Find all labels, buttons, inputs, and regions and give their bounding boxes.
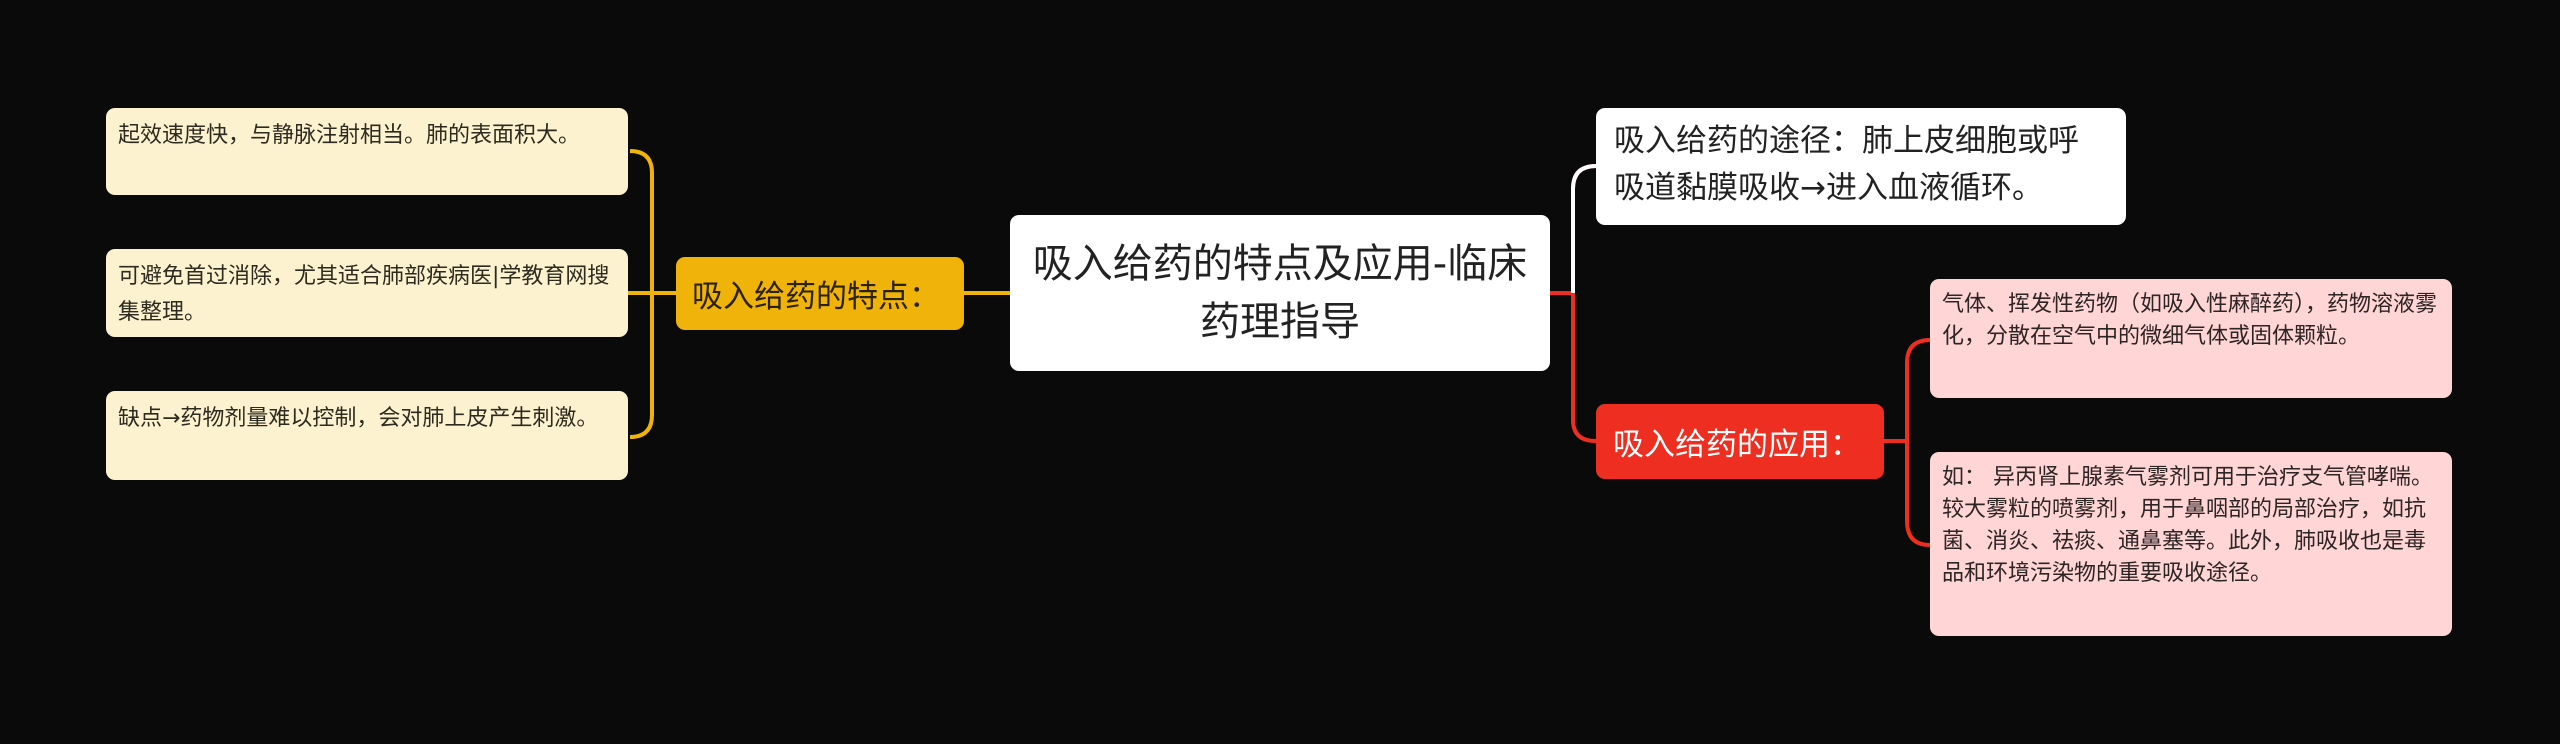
leaf-examples-text: 如： 异丙肾上腺素气雾剂可用于治疗支气管哮喘。较大雾粒的喷雾剂，用于鼻咽部的局部… — [1942, 465, 2433, 586]
leaf-fast-onset-text: 起效速度快，与静脉注射相当。肺的表面积大。 — [118, 123, 581, 148]
leaf-examples[interactable]: 如： 异丙肾上腺素气雾剂可用于治疗支气管哮喘。较大雾粒的喷雾剂，用于鼻咽部的局部… — [1930, 452, 2452, 636]
branch-application-label: 吸入给药的应用： — [1613, 427, 1861, 463]
link-app-leaves — [1884, 338, 1931, 547]
root-title: 吸入给药的特点及应用-临床药理指导 — [1032, 241, 1528, 345]
leaf-agents-text: 气体、挥发性药物（如吸入性麻醉药），药物溶液雾化，分散在空气中的微细气体或固体颗… — [1942, 292, 2438, 349]
link-left-leaves — [628, 149, 676, 439]
root-topic[interactable]: 吸入给药的特点及应用-临床药理指导 — [1010, 215, 1550, 371]
branch-route[interactable]: 吸入给药的途径：肺上皮细胞或呼吸道黏膜吸收→进入血液循环。 — [1596, 108, 2126, 225]
branch-route-text: 吸入给药的途径：肺上皮细胞或呼吸道黏膜吸收→进入血液循环。 — [1614, 123, 2079, 206]
leaf-fast-onset[interactable]: 起效速度快，与静脉注射相当。肺的表面积大。 — [106, 108, 628, 195]
branch-characteristics[interactable]: 吸入给药的特点： — [676, 257, 964, 330]
branch-application[interactable]: 吸入给药的应用： — [1596, 404, 1884, 479]
leaf-drawbacks[interactable]: 缺点→药物剂量难以控制，会对肺上皮产生刺激。 — [106, 391, 628, 480]
link-root-route — [1571, 164, 1597, 293]
leaf-drawbacks-text: 缺点→药物剂量难以控制，会对肺上皮产生刺激。 — [118, 406, 599, 431]
leaf-first-pass[interactable]: 可避免首过消除，尤其适合肺部疾病医|学教育网搜集整理。 — [106, 249, 628, 337]
leaf-agents[interactable]: 气体、挥发性药物（如吸入性麻醉药），药物溶液雾化，分散在空气中的微细气体或固体颗… — [1930, 279, 2452, 398]
branch-characteristics-label: 吸入给药的特点： — [692, 279, 940, 315]
leaf-first-pass-text: 可避免首过消除，尤其适合肺部疾病医|学教育网搜集整理。 — [118, 264, 610, 325]
